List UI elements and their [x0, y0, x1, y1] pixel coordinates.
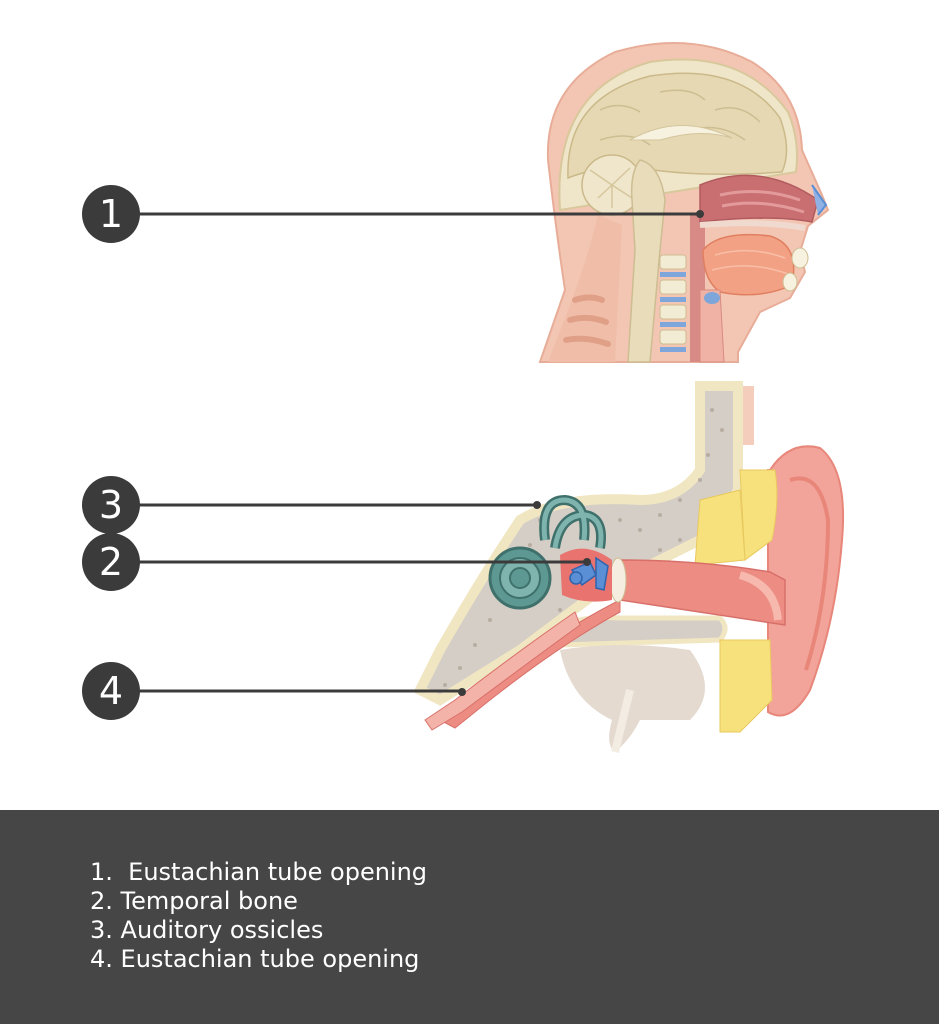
legend-item-4: 4. Eustachian tube opening	[90, 945, 420, 973]
label-marker-2: 2	[82, 533, 140, 591]
legend-panel: 1. Eustachian tube opening 2. Temporal b…	[0, 810, 939, 1024]
auditory-ossicles	[569, 556, 609, 591]
head-sagittal-section	[538, 42, 830, 363]
label-marker-4: 4	[82, 662, 140, 720]
vertebrae	[659, 254, 687, 352]
label-marker-3: 3	[82, 476, 140, 534]
cochlea	[488, 546, 552, 610]
leader-lines	[137, 212, 700, 693]
legend-item-3: 3. Auditory ossicles	[90, 916, 324, 944]
label-marker-1: 1	[82, 185, 140, 243]
legend-item-1: 1. Eustachian tube opening	[90, 858, 428, 886]
legend-list: 1. Eustachian tube opening 2. Temporal b…	[90, 858, 427, 974]
legend-item-2: 2. Temporal bone	[90, 887, 298, 915]
ear-section	[413, 381, 845, 753]
anatomy-diagram	[137, 42, 845, 753]
